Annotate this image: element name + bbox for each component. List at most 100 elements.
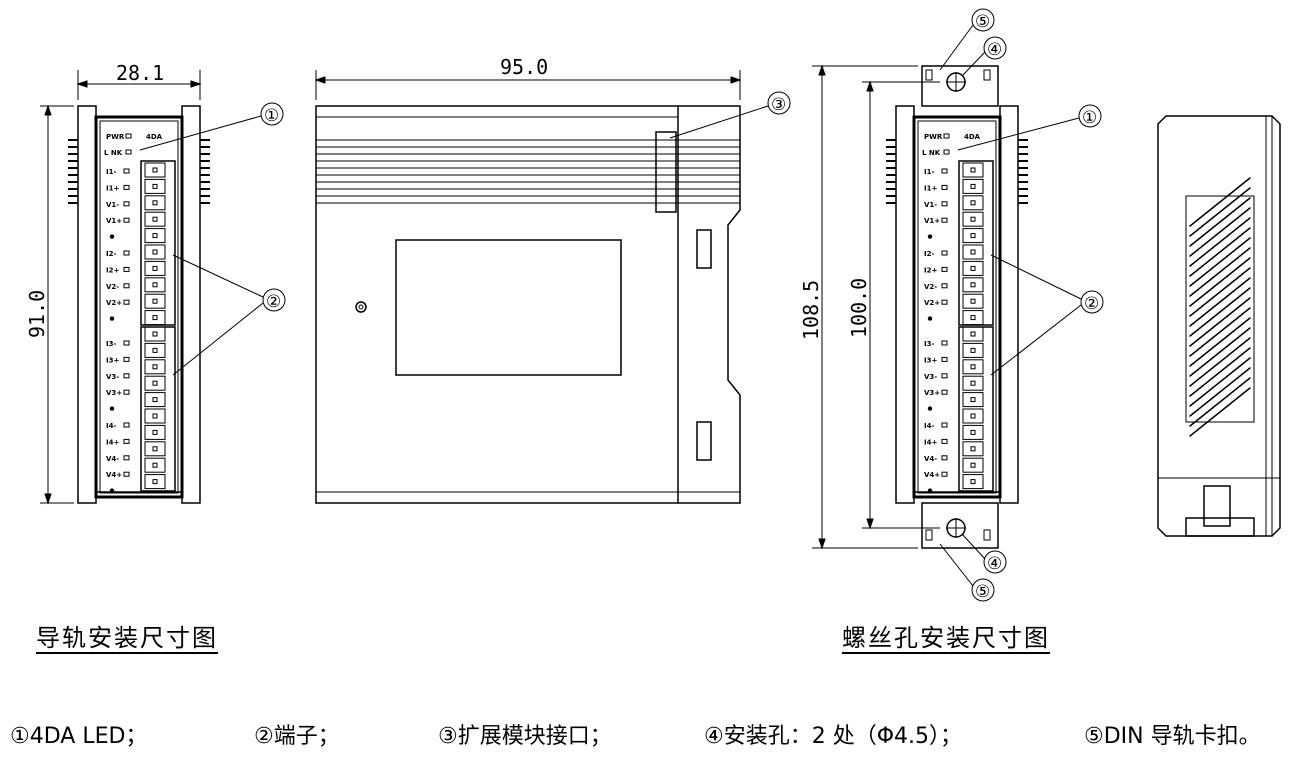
channel-label: I1+: [106, 184, 119, 192]
terminal-pin: [144, 441, 166, 457]
terminal-pin: [962, 260, 984, 276]
channel-led: [941, 455, 948, 461]
terminal-pin: [962, 392, 984, 408]
channel-led: [941, 373, 948, 379]
channel-label: I2+: [924, 266, 937, 274]
vent-slot: [1189, 227, 1251, 277]
terminal-pin: [144, 424, 166, 440]
vent-slot: [1189, 187, 1251, 237]
terminal-screw: [152, 265, 158, 271]
callout-2-v3: ②: [1084, 294, 1099, 314]
channel-label: I1+: [924, 184, 937, 192]
terminal-screw: [970, 347, 976, 353]
terminal-screw: [970, 183, 976, 189]
terminal-pin: [144, 326, 166, 342]
terminal-pin: [962, 244, 984, 260]
channel-label: V4-: [106, 455, 119, 463]
terminal-screw: [970, 462, 976, 468]
channel-label: I2-: [106, 250, 116, 258]
channel-led: [941, 168, 948, 174]
model-label: 4DA: [964, 133, 981, 141]
channel-led: [123, 217, 130, 223]
terminal-pin: [962, 310, 984, 326]
callout-5-bottom: ⑤: [975, 582, 990, 602]
vent-slot: [1189, 367, 1251, 417]
vent-slot: [1189, 277, 1251, 327]
pwr-led: [943, 133, 950, 139]
terminal-screw: [970, 233, 976, 239]
channel-led: [941, 356, 948, 362]
dim-height-front: 91.0: [25, 290, 49, 338]
terminal-screw: [152, 298, 158, 304]
separator-dot: [109, 234, 115, 239]
front-view-screw: [886, 65, 1028, 549]
vent-slot: [1189, 297, 1251, 347]
front-view-rail: [68, 105, 210, 504]
legend-mount-hole: ④安装孔：2 处（Φ4.5）；: [704, 724, 963, 749]
terminal-screw: [152, 479, 158, 485]
channel-led: [123, 471, 130, 477]
channel-led: [941, 217, 948, 223]
channel-label: V1+: [924, 217, 940, 225]
channel-label: I3+: [924, 356, 937, 364]
separator-dot: [927, 406, 933, 411]
terminal-screw: [970, 479, 976, 485]
vent-slot: [1189, 247, 1251, 297]
terminal-pin: [144, 392, 166, 408]
link-label: L NK: [922, 149, 941, 157]
callout-4-bottom: ④: [987, 554, 1002, 574]
channel-led: [123, 373, 130, 379]
callout-2-v1: ②: [266, 292, 281, 312]
channel-label: V2-: [106, 283, 119, 291]
terminal-screw: [970, 364, 976, 370]
terminal-pin: [962, 211, 984, 227]
pwr-label: PWR: [106, 133, 125, 141]
callout-3: ③: [771, 95, 786, 115]
terminal-screw: [970, 167, 976, 173]
vent-slot: [1189, 237, 1251, 287]
vent-slot: [1189, 387, 1251, 437]
channel-led: [941, 250, 948, 256]
terminal-pin: [962, 162, 984, 178]
channel-led: [123, 340, 130, 346]
channel-led: [123, 455, 130, 461]
terminal-pin: [962, 178, 984, 194]
vent-slot: [1189, 327, 1251, 377]
terminal-screw: [152, 282, 158, 288]
back-view: [1157, 115, 1281, 537]
terminal-pin: [962, 228, 984, 244]
channel-led: [123, 283, 130, 289]
terminal-pin: [144, 408, 166, 424]
pwr-label: PWR: [924, 133, 943, 141]
channel-led: [941, 201, 948, 207]
separator-dot: [109, 488, 115, 493]
callout-5-top: ⑤: [975, 12, 990, 32]
channel-led: [941, 340, 948, 346]
vent-slot: [1189, 207, 1251, 257]
channel-label: V2+: [106, 299, 122, 307]
legend-din-clip: ⑤DIN 导轨卡扣。: [1084, 724, 1261, 749]
terminal-pin: [144, 359, 166, 375]
terminal-screw: [152, 397, 158, 403]
separator-dot: [109, 316, 115, 321]
terminal-screw: [970, 331, 976, 337]
channel-led: [123, 438, 130, 444]
channel-label: V3+: [106, 389, 122, 397]
terminal-pin: [144, 244, 166, 260]
terminal-screw: [152, 429, 158, 435]
terminal-screw: [970, 446, 976, 452]
channel-led: [941, 422, 948, 428]
terminal-screw: [152, 249, 158, 255]
terminal-pin: [144, 474, 166, 490]
channel-led: [123, 250, 130, 256]
channel-led: [123, 422, 130, 428]
channel-led: [123, 299, 130, 305]
vent-slot: [1189, 377, 1251, 427]
separator-dot: [927, 488, 933, 493]
channel-label: V3-: [924, 373, 937, 381]
channel-led: [123, 389, 130, 395]
channel-label: V3+: [924, 389, 940, 397]
dim-height-outer: 108.5: [799, 280, 823, 340]
vent-slot: [1189, 177, 1251, 227]
